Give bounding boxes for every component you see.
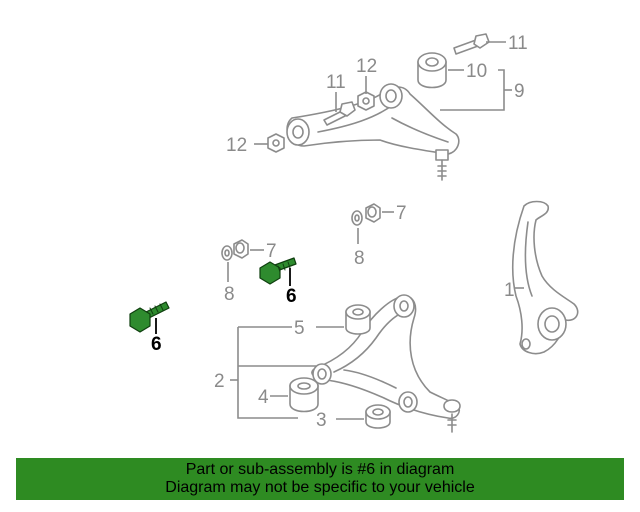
banner-line-disclaimer: Diagram may not be specific to your vehi… bbox=[165, 479, 475, 496]
callout-8-right: 8 bbox=[354, 248, 365, 269]
bolt-part-6-lower[interactable] bbox=[129, 301, 170, 333]
callout-7-left: 7 bbox=[266, 241, 277, 262]
bushing-part-10 bbox=[417, 52, 447, 89]
callout-11-upper: 11 bbox=[508, 33, 528, 54]
callout-1: 1 bbox=[504, 280, 515, 301]
callout-12-lower: 12 bbox=[226, 135, 247, 156]
callout-11-lower: 11 bbox=[326, 72, 346, 93]
callout-6-lower: 6 bbox=[151, 334, 162, 355]
banner-line-part: Part or sub-assembly is #6 in diagram bbox=[185, 461, 455, 478]
nut-part-12-upper bbox=[357, 91, 375, 111]
callout-8-left: 8 bbox=[224, 284, 235, 305]
washer-part-8-right bbox=[351, 210, 363, 226]
bushing-part-3 bbox=[365, 404, 391, 429]
cam-nut-part-7-right bbox=[365, 203, 381, 223]
upper-control-arm bbox=[286, 83, 460, 181]
callout-6-upper: 6 bbox=[286, 286, 297, 307]
callout-12-upper: 12 bbox=[356, 56, 377, 77]
washer-part-8-left bbox=[221, 245, 233, 261]
part-info-banner: Part or sub-assembly is #6 in diagram Di… bbox=[16, 458, 624, 500]
parts-diagram: 1 2 3 4 5 6 6 7 7 8 8 9 10 11 11 12 12 bbox=[129, 33, 579, 433]
callout-10: 10 bbox=[466, 61, 487, 82]
callout-5: 5 bbox=[294, 318, 305, 339]
cam-nut-part-7-left bbox=[233, 239, 249, 259]
bolt-part-11-lower bbox=[323, 101, 356, 126]
callout-4: 4 bbox=[258, 387, 269, 408]
callout-9: 9 bbox=[514, 81, 525, 102]
steering-knuckle-part-1 bbox=[511, 200, 579, 355]
nut-part-12-lower bbox=[267, 133, 285, 153]
bolt-part-11-upper bbox=[453, 33, 490, 55]
bushing-part-5 bbox=[345, 304, 371, 335]
lower-control-arm bbox=[311, 294, 461, 433]
bolt-part-6-upper[interactable] bbox=[259, 257, 297, 285]
callout-2: 2 bbox=[214, 371, 225, 392]
callout-3: 3 bbox=[316, 410, 327, 431]
callout-7-right: 7 bbox=[396, 203, 407, 224]
bushing-part-4 bbox=[289, 377, 319, 413]
